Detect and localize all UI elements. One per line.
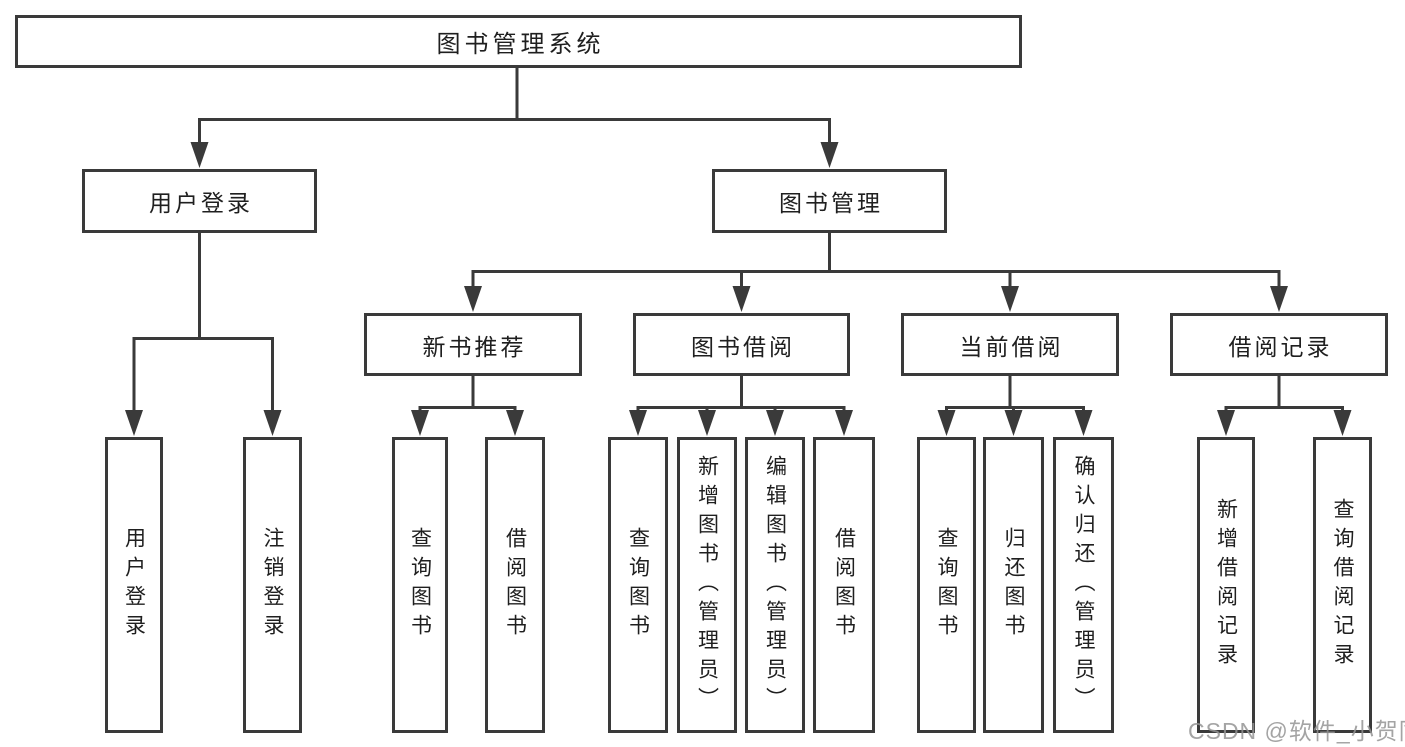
node-leaf-query-books-recommend: 查询图书 [392, 437, 448, 733]
node-book-borrow: 图书借阅 [633, 313, 850, 376]
node-user-login: 用户登录 [82, 169, 317, 233]
node-leaf-return-books: 归还图书 [983, 437, 1044, 733]
node-leaf-borrow-books: 借阅图书 [813, 437, 875, 733]
node-leaf-logout: 注销登录 [243, 437, 302, 733]
node-leaf-confirm-return-admin: 确认归还（管理员） [1053, 437, 1114, 733]
node-leaf-user-login: 用户登录 [105, 437, 163, 733]
node-leaf-query-books-current: 查询图书 [917, 437, 976, 733]
node-book-management: 图书管理 [712, 169, 947, 233]
node-new-book-recommend: 新书推荐 [364, 313, 582, 376]
node-leaf-edit-books-admin: 编辑图书（管理员） [745, 437, 805, 733]
arrowheads [125, 142, 1352, 436]
node-leaf-add-books-admin: 新增图书（管理员） [677, 437, 737, 733]
node-current-borrow: 当前借阅 [901, 313, 1119, 376]
node-leaf-query-books-borrow: 查询图书 [608, 437, 668, 733]
node-leaf-query-borrow-record: 查询借阅记录 [1313, 437, 1372, 733]
node-leaf-add-borrow-record: 新增借阅记录 [1197, 437, 1255, 733]
csdn-watermark: CSDN @软件_小贺同学 [1188, 718, 1405, 744]
node-borrow-records: 借阅记录 [1170, 313, 1388, 376]
node-leaf-borrow-books-recommend: 借阅图书 [485, 437, 545, 733]
node-root-library-system: 图书管理系统 [15, 15, 1022, 68]
